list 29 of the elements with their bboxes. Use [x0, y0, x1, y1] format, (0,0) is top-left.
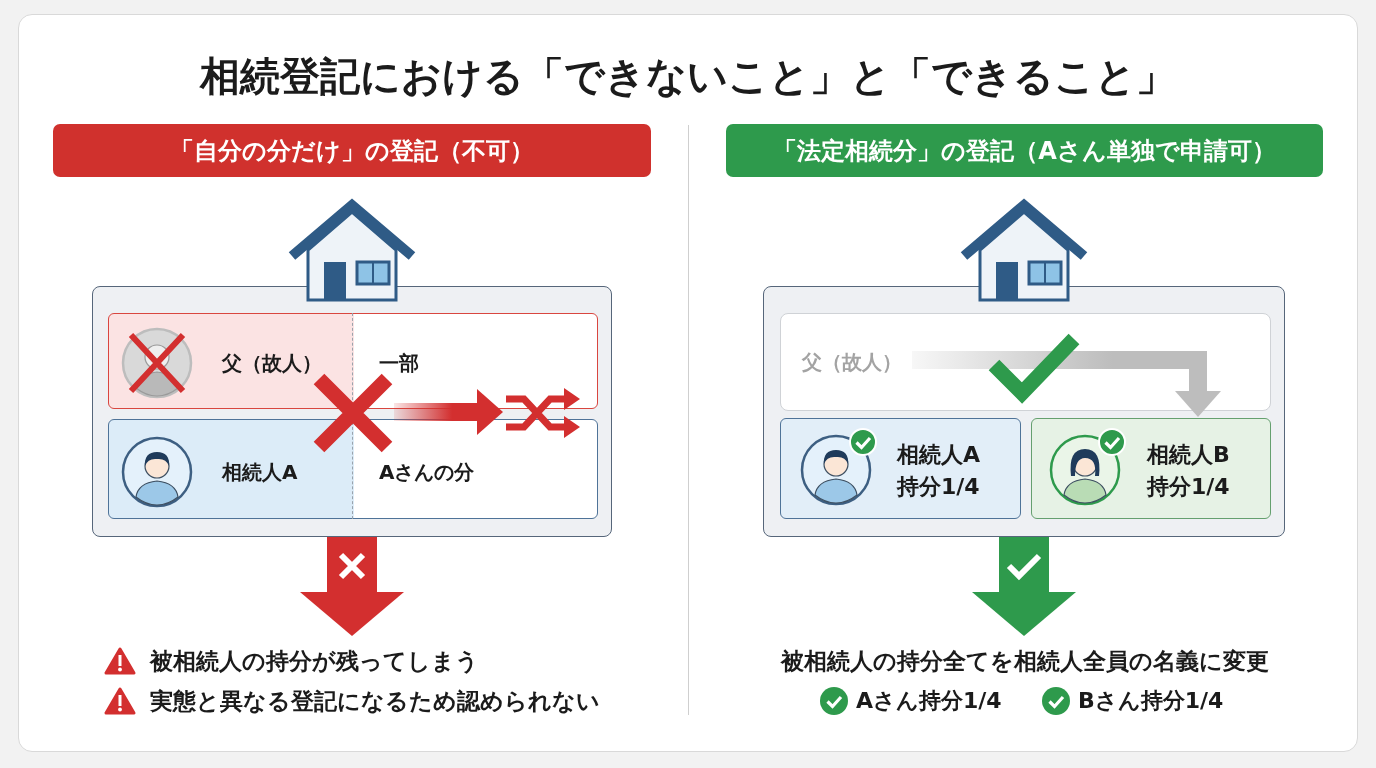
record-row [108, 313, 598, 409]
heir-card [780, 418, 1021, 519]
share-label: Aさん持分1/4 [856, 687, 1002, 715]
share-label: 持分1/4 [1147, 473, 1230, 501]
person-label: 相続人B [1147, 441, 1230, 469]
register-panel [763, 286, 1285, 537]
share-label: Bさん持分1/4 [1078, 687, 1224, 715]
record-row [108, 419, 598, 519]
share-label: Aさんの分 [379, 459, 475, 485]
arrow [912, 351, 1221, 417]
person-label: 父（故人） [222, 350, 322, 376]
person-label: 相続人A [222, 459, 298, 485]
arrow [300, 537, 404, 636]
heading-bar: 「自分の分だけ」の登記（不可） [53, 124, 651, 177]
person-label: 相続人A [897, 441, 981, 469]
result-text: 被相続人の持分全てを相続人全員の名義に変更 [781, 646, 1269, 676]
share-label: 一部 [379, 350, 419, 376]
warning-text: 実態と異なる登記になるため認められない [150, 686, 600, 716]
heading-bar: 「法定相続分」の登記（Aさん単独で申請可） [726, 124, 1323, 177]
title: 相続登記における「できないこと」と「できること」 [200, 52, 1176, 101]
person-label: 父（故人） [802, 345, 914, 379]
arrow [394, 389, 503, 435]
arrow [972, 537, 1076, 636]
cross-icon [311, 371, 395, 455]
heir-card [1031, 418, 1271, 519]
shuffle-icon [504, 385, 581, 441]
register-panel [92, 286, 612, 537]
share-label: 持分1/4 [897, 473, 980, 501]
warning-text: 被相続人の持分が残ってしまう [150, 646, 479, 676]
